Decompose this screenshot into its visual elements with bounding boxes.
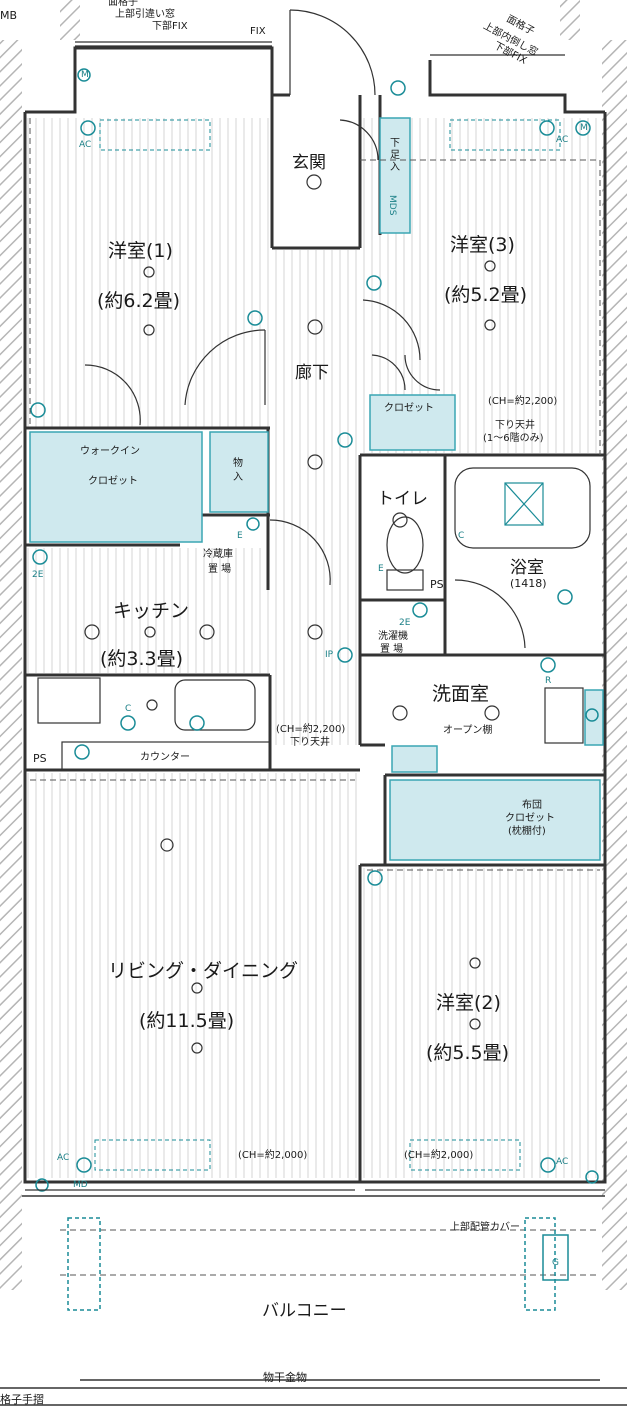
ac-tag-room1: AC <box>79 140 92 150</box>
ch-2200-ne: (CH=約2,200) <box>488 396 558 407</box>
kitchen-name: キッチン <box>113 600 190 622</box>
md-tag: MD <box>73 1180 88 1190</box>
room1-name: 洋室(1) <box>108 240 173 262</box>
window-nw-note-1: 面格子 <box>108 0 138 8</box>
room2-size: (約5.5畳) <box>426 1042 510 1064</box>
m-tag-ne: M <box>580 123 588 133</box>
ac-tag-living: AC <box>57 1153 70 1163</box>
ceiling-lights <box>84 174 500 1054</box>
futon-closet-label-2: クロゼット <box>505 813 555 824</box>
dropped-ceiling-2: 下り天井 <box>290 737 330 748</box>
shoe-box-label: 下足入 <box>390 138 400 173</box>
counter-label: カウンター <box>140 752 190 763</box>
ps-label: PS <box>430 578 444 591</box>
g-tag: G <box>552 1258 559 1268</box>
washer-space-label-1: 洗濯機 <box>378 631 408 642</box>
equipment-markers <box>30 68 599 1192</box>
ac-tag-room2: AC <box>556 1157 569 1167</box>
ch-2200-mid: (CH=約2,200) <box>276 724 346 735</box>
balcony-label: バルコニー <box>262 1301 347 1321</box>
bath-size-label: (1418) <box>510 577 547 590</box>
two-e-tag-kitchen: 2E <box>32 570 44 580</box>
balcony-lines <box>0 1195 627 1406</box>
futon-closet-label-1: 布団 <box>522 800 542 811</box>
fridge-space-label-1: 冷蔵庫 <box>203 549 233 560</box>
room2-name: 洋室(2) <box>436 992 501 1014</box>
c-tag-kitchen: C <box>125 704 132 714</box>
dropped-ceiling-1: 下り天井 <box>495 420 535 431</box>
room3-name: 洋室(3) <box>450 234 515 256</box>
futon-closet-label-3: (枕棚付) <box>508 826 546 837</box>
ch-2000-right: (CH=約2,000) <box>404 1150 474 1161</box>
ps2-label: PS <box>33 752 47 765</box>
ch-2000-left: (CH=約2,000) <box>238 1150 308 1161</box>
e-tag-fridge: E <box>237 531 243 541</box>
washer-space-label-2: 置 場 <box>380 644 404 655</box>
storage-label-1: 物 <box>233 458 243 469</box>
walkin-closet-label-2: クロゼット <box>88 476 138 487</box>
storage-label-2: 入 <box>233 472 243 483</box>
r-tag: R <box>545 676 552 686</box>
mds-label: MDS <box>387 195 397 216</box>
entrance-label: 玄関 <box>292 153 326 173</box>
open-shelf-label: オープン棚 <box>443 725 493 736</box>
dropped-ceiling-1-note: (1～6階のみ) <box>483 433 544 444</box>
room1-size: (約6.2畳) <box>97 290 181 312</box>
mb-label: MB <box>0 9 18 22</box>
window-nw-note-3: 下部FIX <box>152 21 188 32</box>
door-swings <box>84 9 526 649</box>
c-tag-bath: C <box>458 531 465 541</box>
window-nw-note-2: 上部引違い窓 <box>115 9 175 20</box>
two-e-tag-washer: 2E <box>399 618 411 628</box>
living-name: リビング・ダイニング <box>108 960 299 982</box>
floor-areas <box>27 118 604 1178</box>
fixtures <box>37 467 591 771</box>
room3-size: (約5.2畳) <box>444 284 528 306</box>
closet-label: クロゼット <box>384 403 434 414</box>
ac-units <box>94 119 561 1171</box>
ac-tag-room3: AC <box>556 135 569 145</box>
ip-tag: IP <box>325 650 334 660</box>
railing-label: 格子手摺 <box>0 1393 44 1406</box>
m-tag-nw: M <box>81 70 89 80</box>
toilet-label: トイレ <box>377 489 428 509</box>
windows <box>25 41 605 1191</box>
living-size: (約11.5畳) <box>139 1010 235 1032</box>
kitchen-size: (約3.3畳) <box>100 648 184 670</box>
e-tag-toilet: E <box>378 564 384 574</box>
washroom-label: 洗面室 <box>432 683 490 705</box>
walkin-closet-label-1: ウォークイン <box>80 446 140 457</box>
fix-label: FIX <box>250 26 266 37</box>
drying-rack-label: 物干金物 <box>263 1371 307 1384</box>
pipe-cover-label: 上部配管カバー <box>450 1222 520 1233</box>
storage-areas <box>29 117 604 861</box>
bath-label: 浴室 <box>510 558 544 578</box>
dropped-ceiling-lines <box>29 118 601 1276</box>
hallway-label: 廊下 <box>295 363 329 383</box>
fridge-space-label-2: 置 場 <box>208 564 232 575</box>
